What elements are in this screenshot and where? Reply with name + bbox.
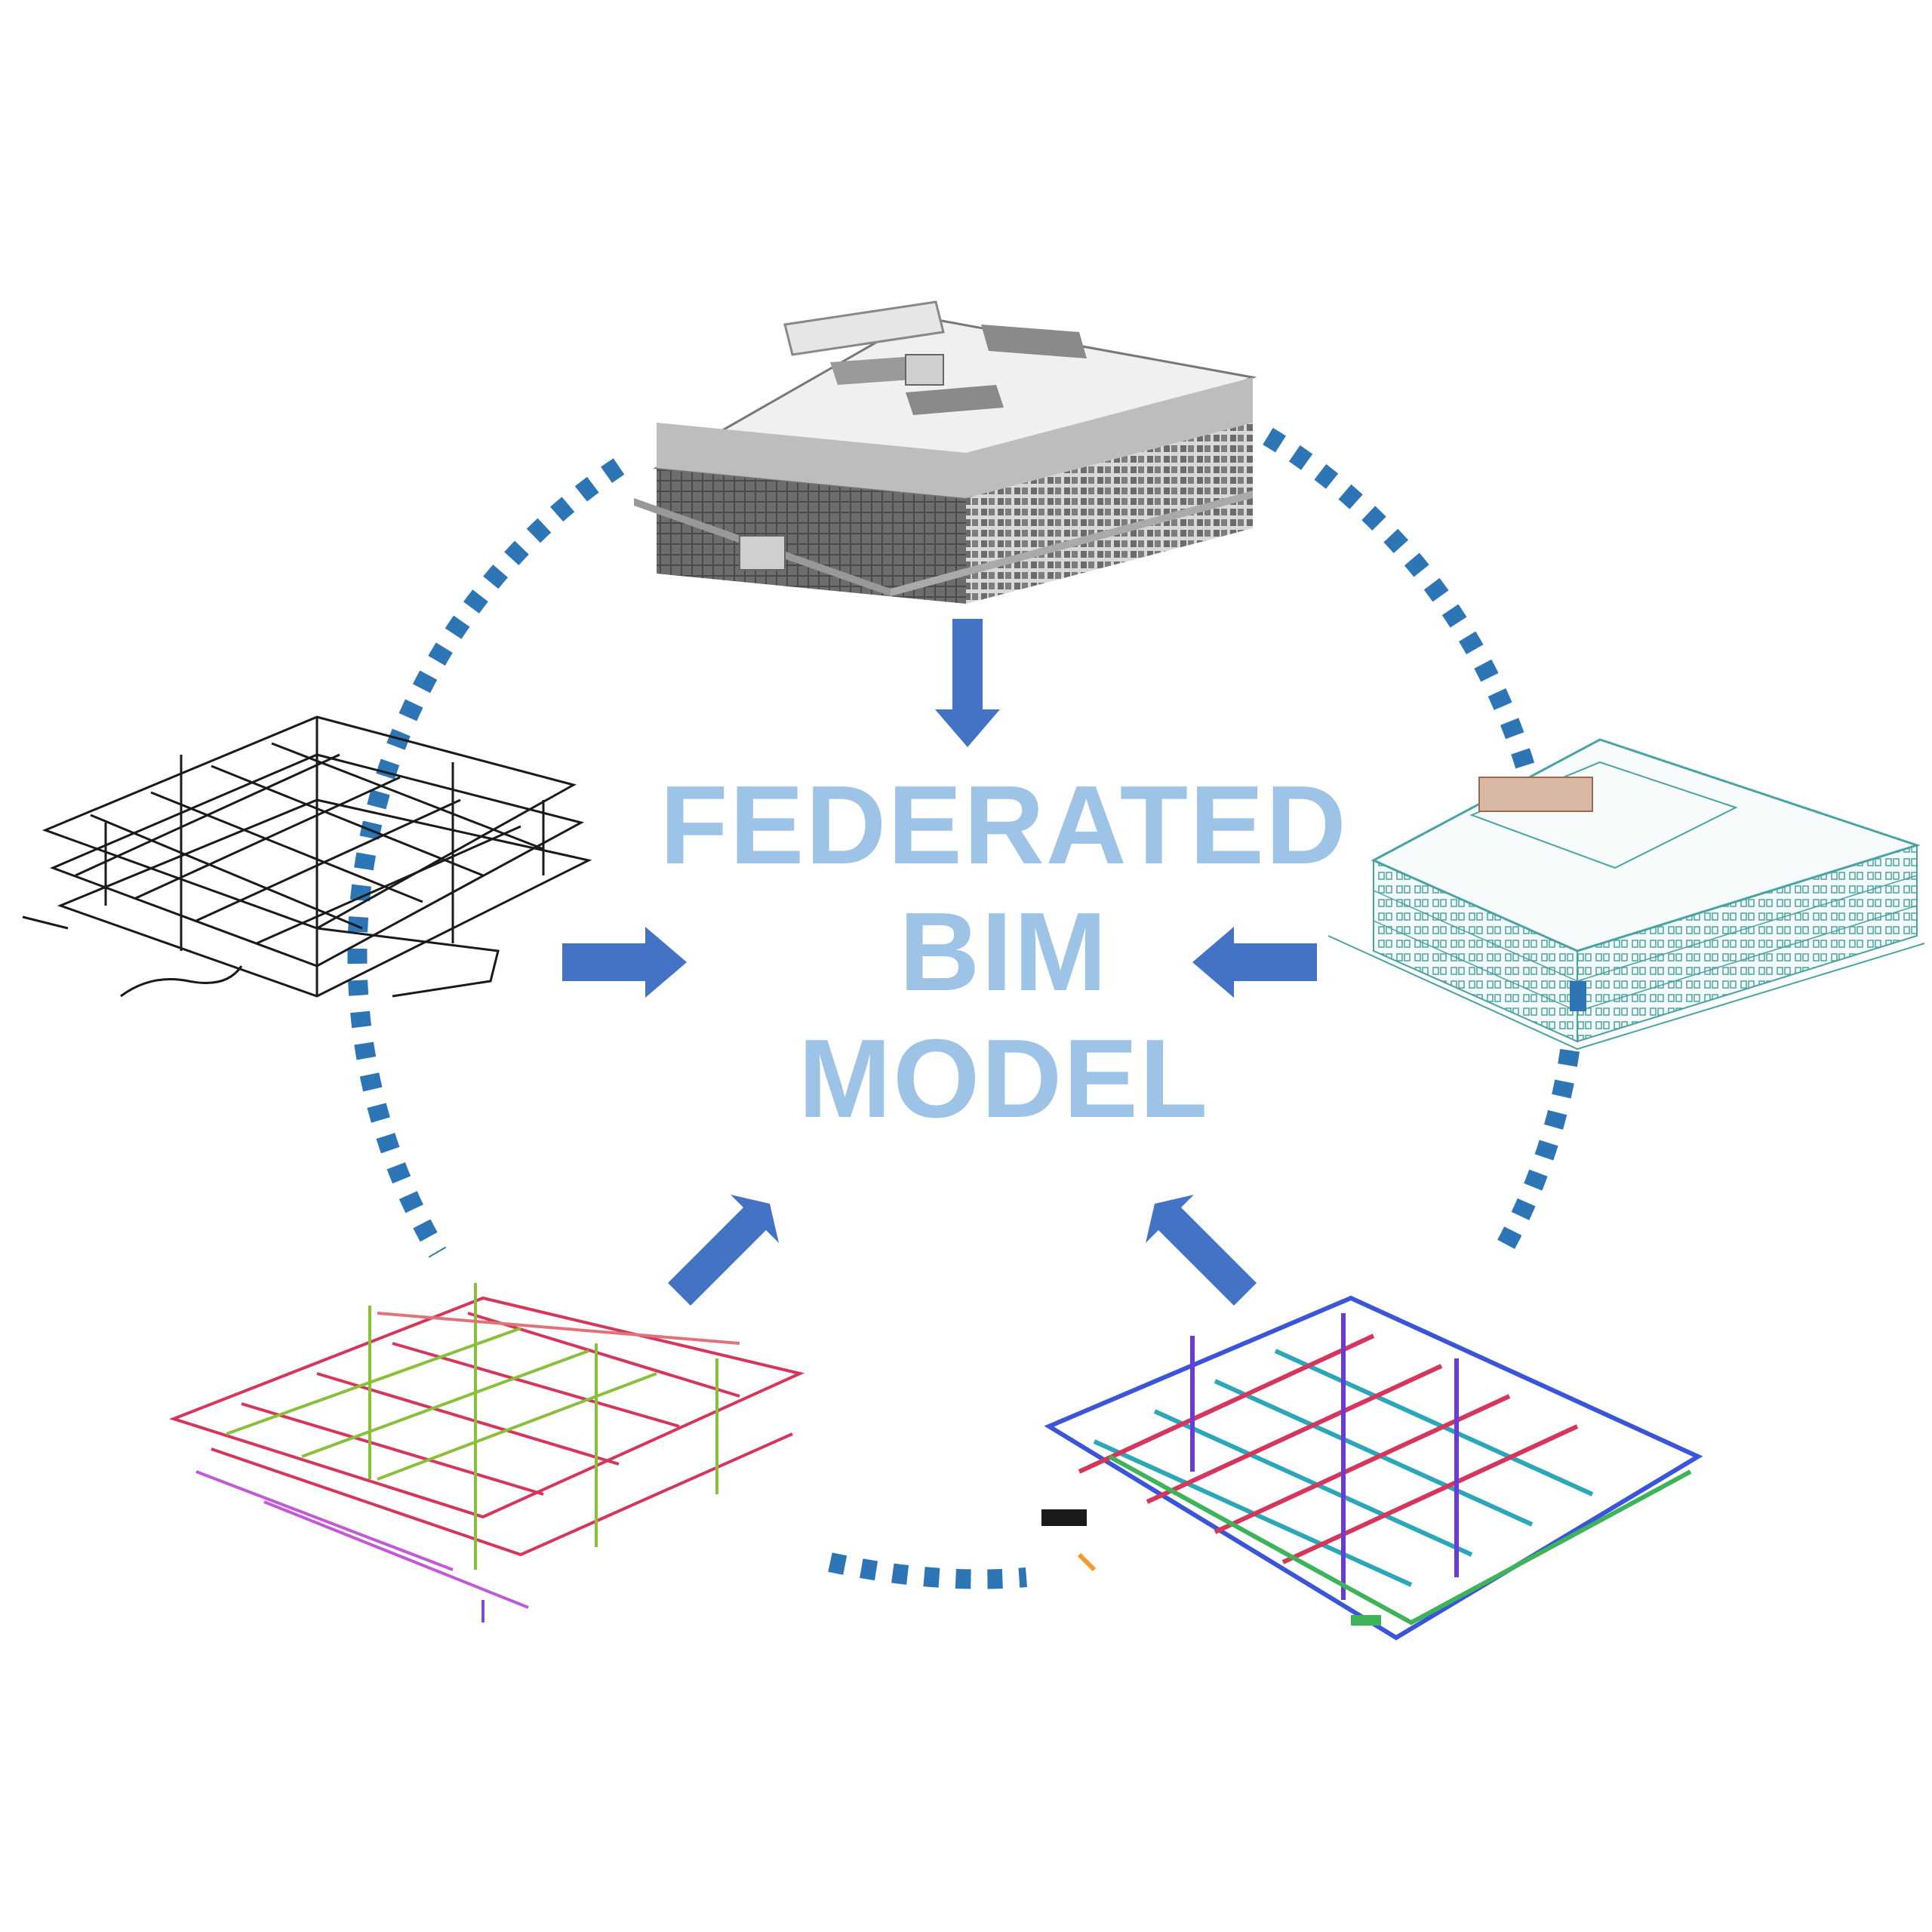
arrow-right-icon [562, 927, 687, 998]
wireframe-building-icon [1327, 738, 1925, 1051]
arrow-up-right-icon [668, 1195, 779, 1306]
pipe-network-icon [168, 1283, 805, 1623]
title-line-2: BIM [899, 890, 1109, 1014]
facade-model-image [1327, 738, 1925, 1051]
title-line-3: MODEL [798, 1017, 1210, 1141]
plumbing-model-image [168, 1283, 805, 1623]
structural-model-image [22, 715, 592, 998]
title-line-1: FEDERATED [660, 763, 1348, 888]
mep-ducts-icon [1041, 1295, 1703, 1641]
arrow-down-icon [935, 619, 1000, 747]
arrow-up-left-icon [1146, 1195, 1257, 1306]
structural-frame-icon [22, 715, 592, 998]
mep-model-image [1041, 1295, 1703, 1641]
diagram-title: FEDERATED BIM MODEL [626, 762, 1381, 1143]
dotted-ring [347, 427, 1583, 1589]
building-render-icon [634, 300, 1257, 604]
arrow-left-icon [1192, 927, 1317, 998]
architectural-model-image [634, 300, 1257, 604]
arrows [562, 619, 1317, 1306]
